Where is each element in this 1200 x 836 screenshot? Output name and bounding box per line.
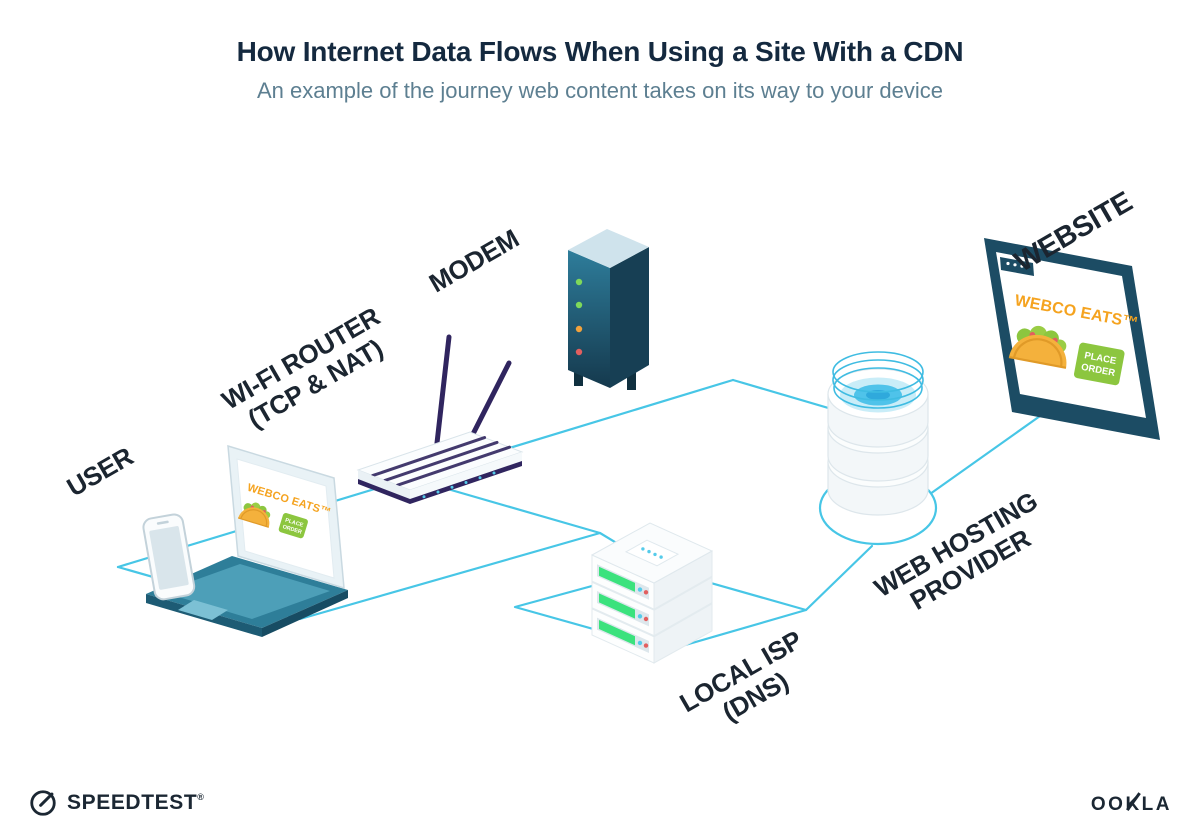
server-top-vents xyxy=(641,547,663,559)
speedtest-trademark: ® xyxy=(197,792,205,802)
speedtest-wordmark: SPEEDTEST® xyxy=(67,791,205,815)
database-rings xyxy=(832,351,924,409)
modem-illustration xyxy=(568,229,649,390)
isp-server-illustration xyxy=(590,522,714,664)
laptop-illustration: WEBCO EATS™ PLACE ORDER xyxy=(146,444,348,637)
speedtest-gauge-icon xyxy=(30,790,56,816)
router-led-lights xyxy=(422,471,496,499)
server-bays xyxy=(597,564,649,653)
laptop-place-order-button xyxy=(278,512,308,539)
browser-window-dots xyxy=(1006,261,1024,268)
header: How Internet Data Flows When Using a Sit… xyxy=(0,36,1200,104)
browser-place-order-button: PLACE ORDER xyxy=(1073,342,1125,386)
laptop-cta-line2: ORDER xyxy=(282,524,303,536)
speedtest-logo: SPEEDTEST® xyxy=(28,788,205,818)
modem-status-lights xyxy=(575,278,583,356)
router-illustration xyxy=(356,334,524,504)
router-antenna-right xyxy=(469,360,512,439)
website-browser-illustration: WEBCO EATS™ PLACE ORDER xyxy=(984,238,1160,440)
ookla-logo: OOKLA xyxy=(1091,792,1172,816)
line-isp-to-hosting xyxy=(804,544,874,612)
line-hosting-to-website xyxy=(928,414,1042,496)
page-subtitle: An example of the journey web content ta… xyxy=(256,78,944,103)
page-title: How Internet Data Flows When Using a Sit… xyxy=(236,36,964,67)
router-antenna-left xyxy=(434,334,452,446)
browser-tab-bar xyxy=(1000,257,1034,276)
hosting-database-illustration xyxy=(827,351,929,516)
speedtest-text: SPEEDTEST xyxy=(67,791,198,814)
laptop-cta-line1: PLACE xyxy=(284,518,304,529)
phone-illustration xyxy=(142,513,196,601)
